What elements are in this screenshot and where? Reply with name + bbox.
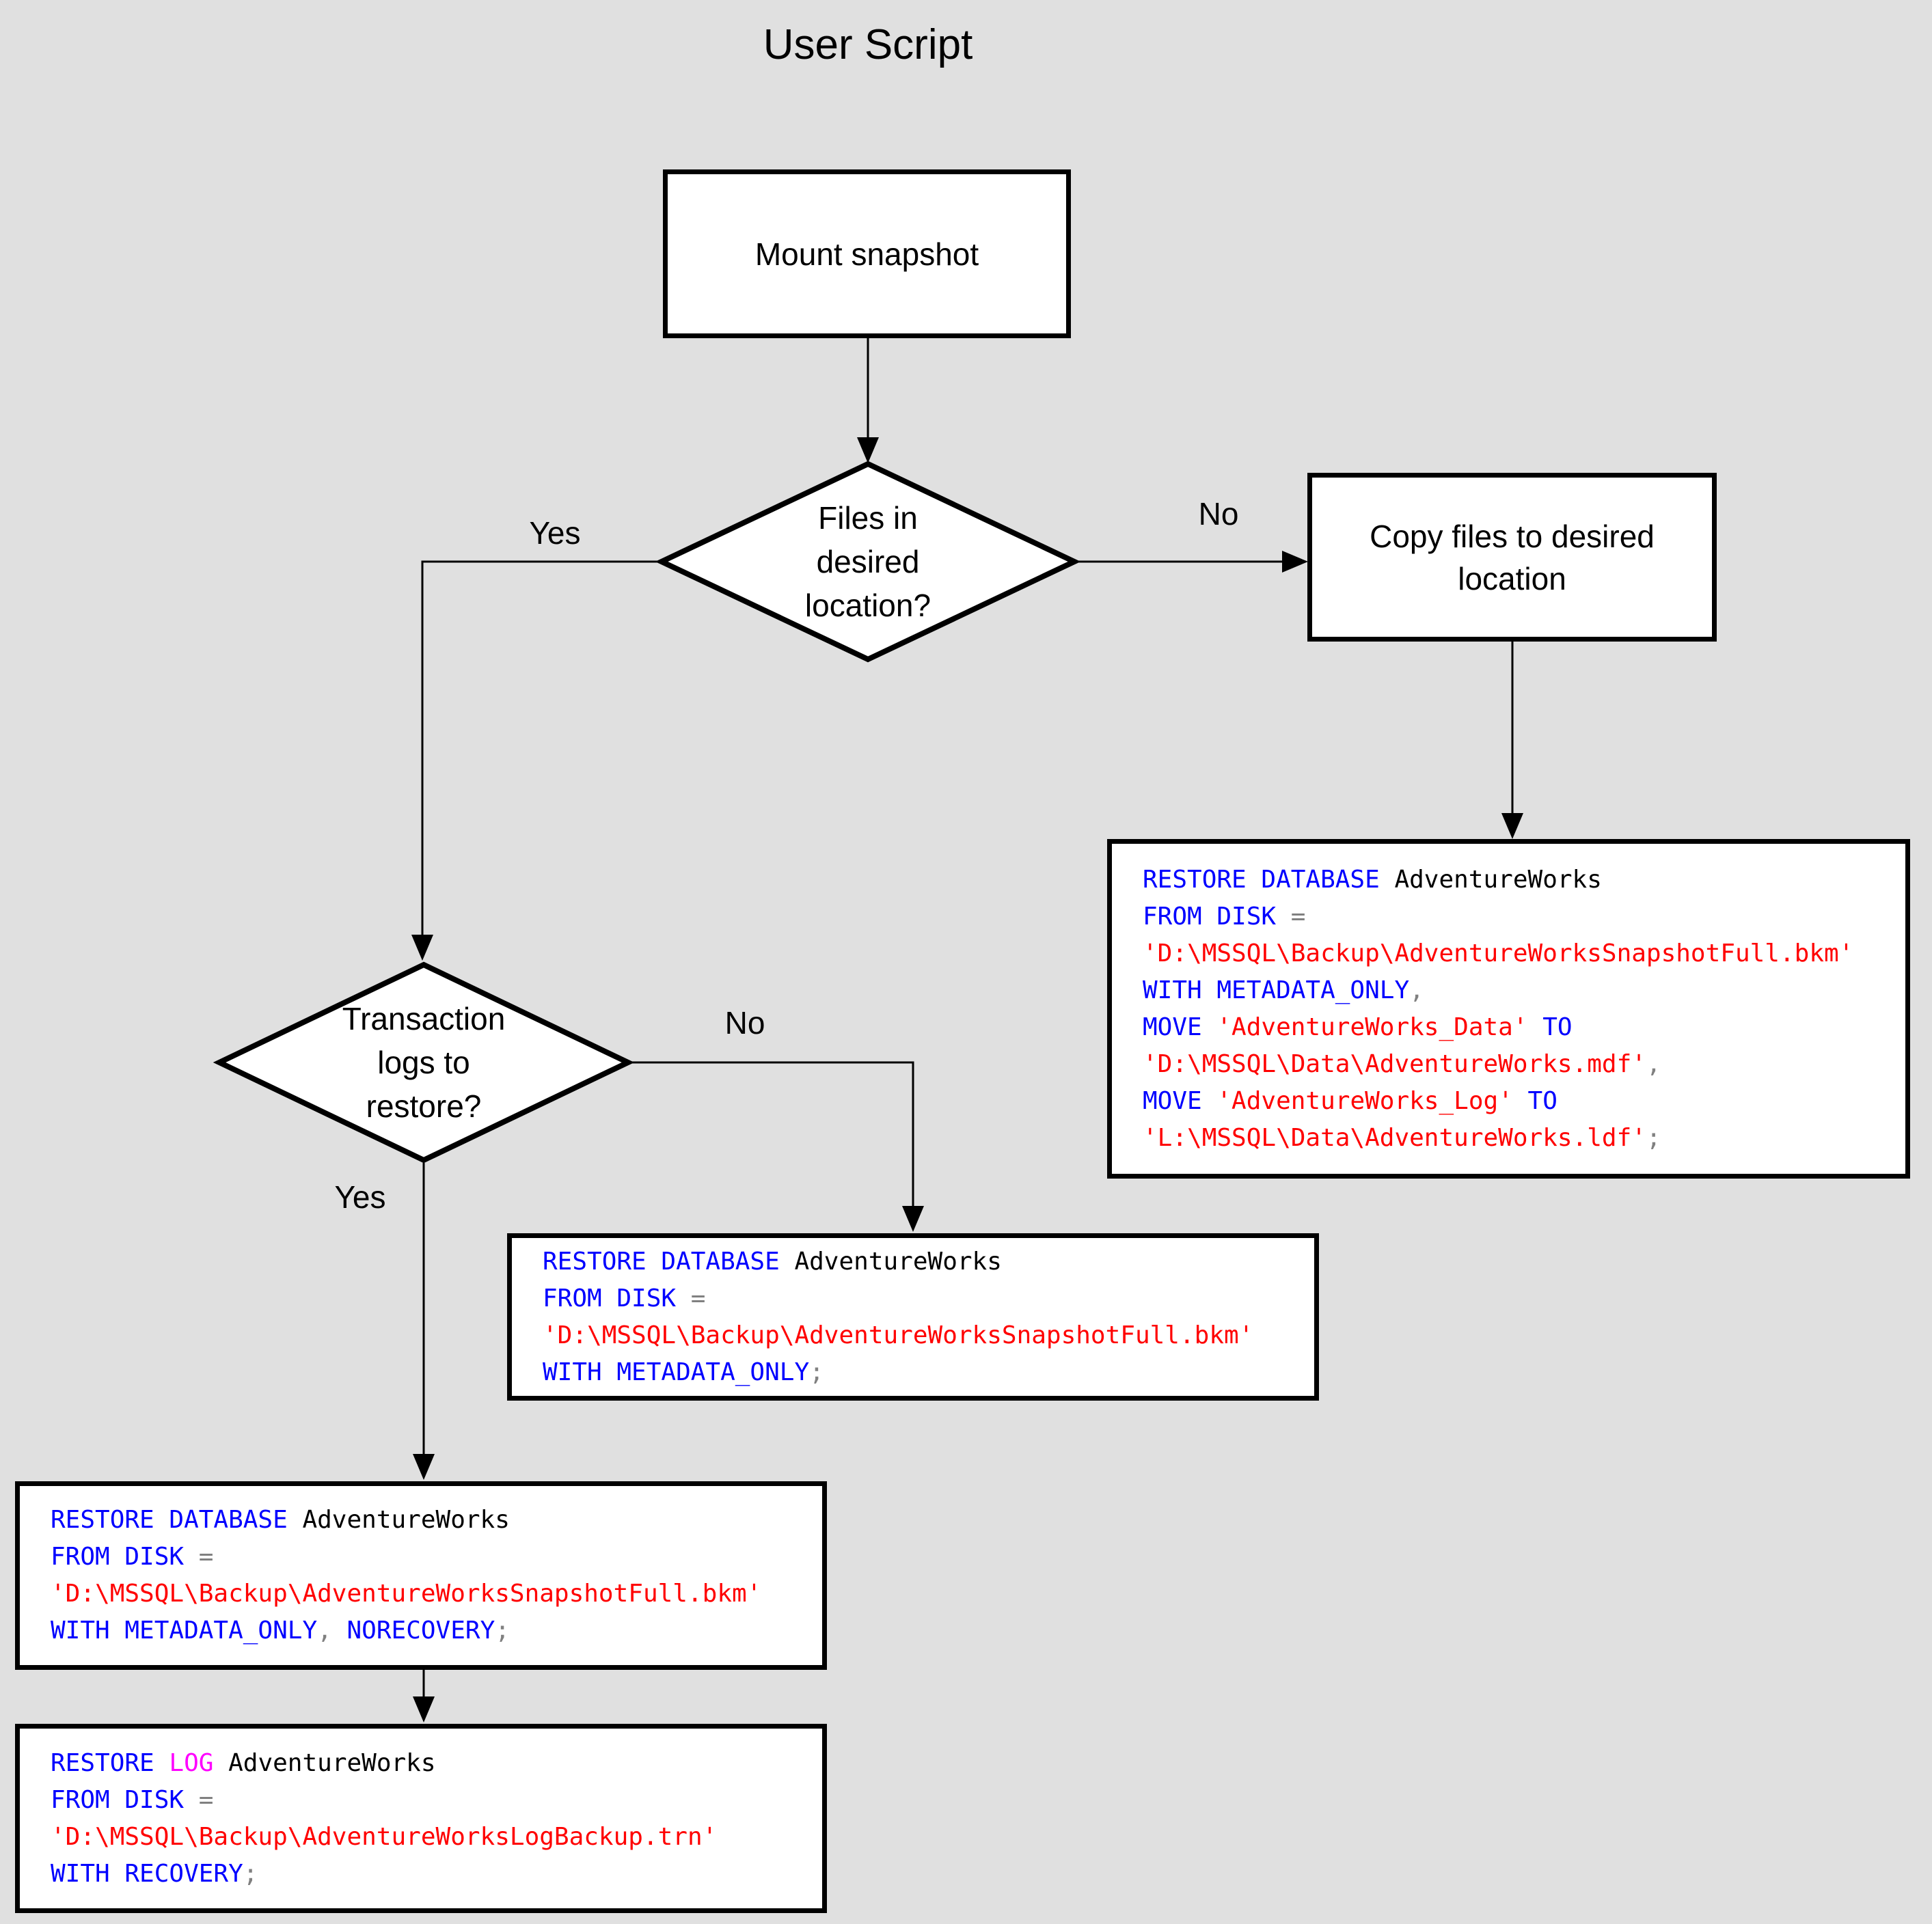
logs-decision-label: Transaction logs to restore? bbox=[219, 965, 628, 1160]
code-line: 'D:\MSSQL\Backup\AdventureWorksSnapshotF… bbox=[543, 1317, 1283, 1354]
code-token-id: AdventureWorks bbox=[1379, 865, 1602, 894]
arrowhead-copy-box bbox=[1282, 551, 1308, 573]
arrowhead-no-logs-code bbox=[902, 1206, 924, 1232]
code-token-kw: FROM DISK bbox=[51, 1543, 185, 1571]
code-token-op: ; bbox=[243, 1859, 258, 1888]
code-token-kw: FROM DISK bbox=[543, 1284, 677, 1313]
code-line: WITH RECOVERY; bbox=[51, 1856, 791, 1893]
code-line: RESTORE DATABASE AdventureWorks bbox=[1143, 862, 1875, 898]
code-line: 'D:\MSSQL\Backup\AdventureWorksLogBackup… bbox=[51, 1819, 791, 1856]
code-token-op: ; bbox=[809, 1358, 824, 1386]
logs-decision-line-2: logs to bbox=[377, 1045, 470, 1080]
code-line: WITH METADATA_ONLY; bbox=[543, 1354, 1283, 1391]
files-decision-line-2: desired bbox=[816, 544, 920, 579]
code-token-str: 'D:\MSSQL\Data\AdventureWorks.mdf' bbox=[1143, 1049, 1646, 1078]
files-decision-label: Files in desired location? bbox=[662, 464, 1074, 659]
mount-snapshot-node: Mount snapshot bbox=[663, 169, 1071, 338]
code-token-id: AdventureWorks bbox=[213, 1748, 436, 1777]
code-line: WITH METADATA_ONLY, NORECOVERY; bbox=[51, 1612, 791, 1649]
code-token-kw: RESTORE DATABASE bbox=[1143, 865, 1380, 894]
logs-decision-line-3: restore? bbox=[366, 1088, 482, 1124]
code-line: FROM DISK = bbox=[51, 1539, 791, 1576]
code-token-kw: TO bbox=[1527, 1013, 1573, 1041]
code-token-op: , bbox=[1646, 1049, 1661, 1078]
code-token-kw: WITH METADATA_ONLY bbox=[543, 1358, 810, 1386]
arrowhead-files-decision bbox=[857, 437, 879, 463]
code-token-str: 'AdventureWorks_Log' bbox=[1216, 1086, 1513, 1115]
code-line: 'D:\MSSQL\Backup\AdventureWorksSnapshotF… bbox=[51, 1576, 791, 1612]
code-token-id bbox=[676, 1284, 691, 1313]
connector-logs-no bbox=[631, 1061, 914, 1226]
code-token-str: 'AdventureWorks_Data' bbox=[1216, 1013, 1528, 1041]
code-token-op: , bbox=[317, 1617, 347, 1645]
code-token-id bbox=[184, 1786, 199, 1814]
code-token-kw: RESTORE DATABASE bbox=[51, 1506, 288, 1534]
code-line: 'D:\MSSQL\Backup\AdventureWorksSnapshotF… bbox=[1143, 935, 1875, 972]
connector-files-yes bbox=[421, 560, 659, 955]
code-token-op: , bbox=[1409, 976, 1424, 1004]
code-token-kw: RESTORE DATABASE bbox=[543, 1247, 780, 1276]
code-line: RESTORE DATABASE AdventureWorks bbox=[51, 1502, 791, 1539]
arrowhead-copy-restore-code bbox=[1501, 813, 1523, 839]
arrowhead-norecovery-code bbox=[413, 1454, 435, 1480]
code-line: RESTORE DATABASE AdventureWorks bbox=[543, 1243, 1283, 1280]
code-token-op: = bbox=[198, 1785, 214, 1814]
code-token-logkw: LOG bbox=[169, 1748, 214, 1777]
logs-decision-line-1: Transaction bbox=[342, 1001, 506, 1036]
code-token-str: 'D:\MSSQL\Backup\AdventureWorksLogBackup… bbox=[51, 1822, 718, 1851]
code-token-op: = bbox=[690, 1284, 706, 1313]
code-line: FROM DISK = bbox=[51, 1782, 791, 1819]
mount-snapshot-label: Mount snapshot bbox=[754, 236, 979, 272]
code-line: 'D:\MSSQL\Data\AdventureWorks.mdf', bbox=[1143, 1046, 1875, 1083]
files-yes-label: Yes bbox=[529, 515, 581, 551]
arrowhead-log-restore-code bbox=[413, 1696, 435, 1722]
code-token-op: ; bbox=[1646, 1123, 1661, 1152]
code-token-op: = bbox=[1290, 902, 1306, 931]
logs-decision-diamond bbox=[213, 961, 635, 1164]
code-token-kw: WITH METADATA_ONLY bbox=[51, 1617, 318, 1645]
files-decision-line-1: Files in bbox=[818, 500, 918, 536]
copy-files-node: Copy files to desired location bbox=[1307, 473, 1717, 642]
code-token-op: = bbox=[198, 1543, 214, 1571]
code-line: WITH METADATA_ONLY, bbox=[1143, 972, 1875, 1009]
code-token-kw: FROM DISK bbox=[1143, 902, 1277, 931]
copy-files-label: Copy files to desired location bbox=[1370, 518, 1655, 596]
code-token-kw: TO bbox=[1512, 1086, 1557, 1115]
code-token-kw: MOVE bbox=[1143, 1013, 1217, 1041]
files-decision-line-3: location? bbox=[804, 588, 931, 623]
code-token-kw: WITH RECOVERY bbox=[51, 1859, 243, 1888]
code-token-str: 'D:\MSSQL\Backup\AdventureWorksSnapshotF… bbox=[543, 1321, 1254, 1349]
code-token-id: AdventureWorks bbox=[287, 1506, 510, 1534]
files-decision-diamond bbox=[655, 461, 1081, 663]
code-token-str: 'D:\MSSQL\Backup\AdventureWorksSnapshotF… bbox=[1143, 939, 1854, 967]
page-title: User Script bbox=[763, 21, 973, 68]
code-token-op: ; bbox=[495, 1617, 510, 1645]
code-token-kw: RESTORE bbox=[51, 1748, 169, 1777]
code-token-str: 'D:\MSSQL\Backup\AdventureWorksSnapshotF… bbox=[51, 1580, 762, 1608]
code-line: 'L:\MSSQL\Data\AdventureWorks.ldf'; bbox=[1143, 1120, 1875, 1157]
code-token-kw: WITH METADATA_ONLY bbox=[1143, 976, 1410, 1004]
code-token-str: 'L:\MSSQL\Data\AdventureWorks.ldf' bbox=[1143, 1123, 1646, 1152]
code-token-id: AdventureWorks bbox=[779, 1247, 1002, 1276]
code-token-id bbox=[184, 1543, 199, 1571]
logs-no-label: No bbox=[724, 1005, 765, 1041]
code-line: MOVE 'AdventureWorks_Data' TO bbox=[1143, 1009, 1875, 1046]
code-line: MOVE 'AdventureWorks_Log' TO bbox=[1143, 1083, 1875, 1120]
code-line: FROM DISK = bbox=[543, 1280, 1283, 1317]
code-line: RESTORE LOG AdventureWorks bbox=[51, 1745, 791, 1782]
arrowhead-logs-decision bbox=[411, 935, 433, 961]
code-token-kw: NORECOVERY bbox=[346, 1617, 495, 1645]
code-line: FROM DISK = bbox=[1143, 898, 1875, 935]
logs-yes-label: Yes bbox=[334, 1179, 386, 1215]
code-token-id bbox=[1276, 903, 1291, 931]
code-token-kw: FROM DISK bbox=[51, 1785, 185, 1814]
files-no-label: No bbox=[1198, 496, 1239, 532]
code-token-kw: MOVE bbox=[1143, 1086, 1217, 1115]
